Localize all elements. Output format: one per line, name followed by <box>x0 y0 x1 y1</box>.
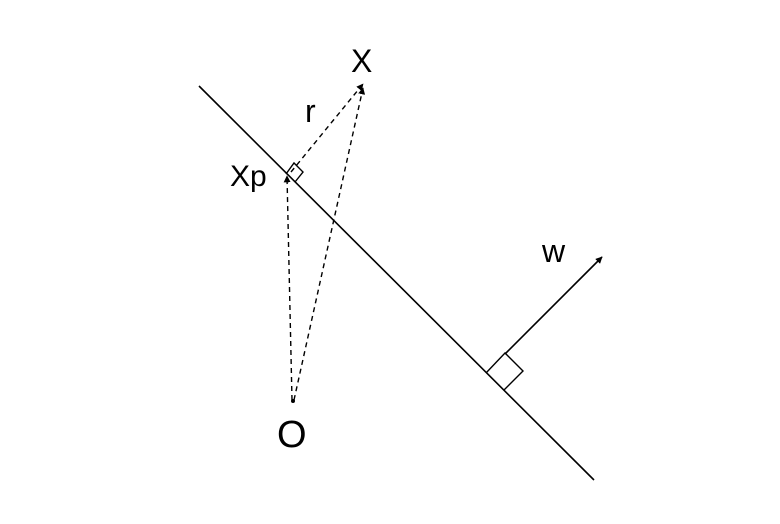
normal-vector-w <box>504 256 603 355</box>
right-angle-marker-xp <box>285 161 304 183</box>
vector-r <box>290 83 364 173</box>
label-vector-r: r <box>305 93 316 129</box>
hyperplane-line <box>198 85 595 481</box>
label-point-x: X <box>351 43 372 79</box>
label-point-xp: Xp <box>230 160 267 193</box>
origin-point <box>291 399 295 403</box>
vector-o-to-xp <box>283 175 293 401</box>
vector-o-to-x <box>293 87 366 401</box>
label-origin: O <box>277 414 307 456</box>
label-vector-w: w <box>541 233 566 269</box>
right-angle-marker-w <box>485 351 524 391</box>
